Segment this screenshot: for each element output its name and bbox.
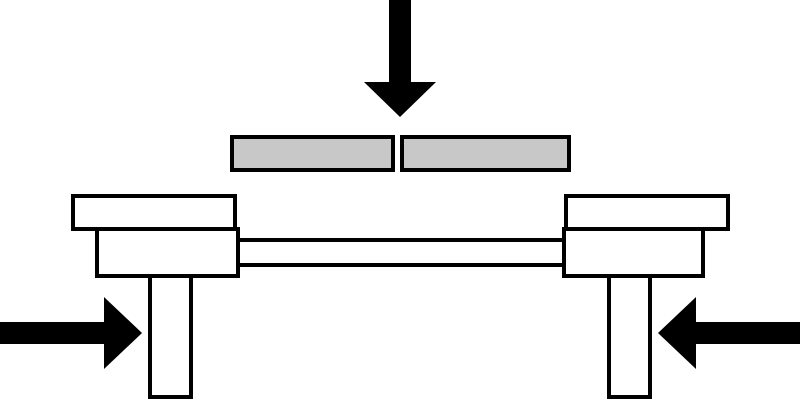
connecting-rod [236, 238, 566, 267]
top-bar-right-half [400, 135, 571, 172]
right-top-plate [564, 194, 730, 231]
left-top-plate [71, 194, 237, 231]
left-block [95, 227, 240, 278]
arrow-left-icon [658, 297, 800, 369]
top-bar-left-half [230, 135, 395, 172]
right-block [562, 227, 705, 278]
right-post [607, 274, 652, 399]
arrow-down-icon [364, 0, 436, 117]
left-post [148, 274, 193, 399]
arrow-right-icon [0, 297, 142, 369]
